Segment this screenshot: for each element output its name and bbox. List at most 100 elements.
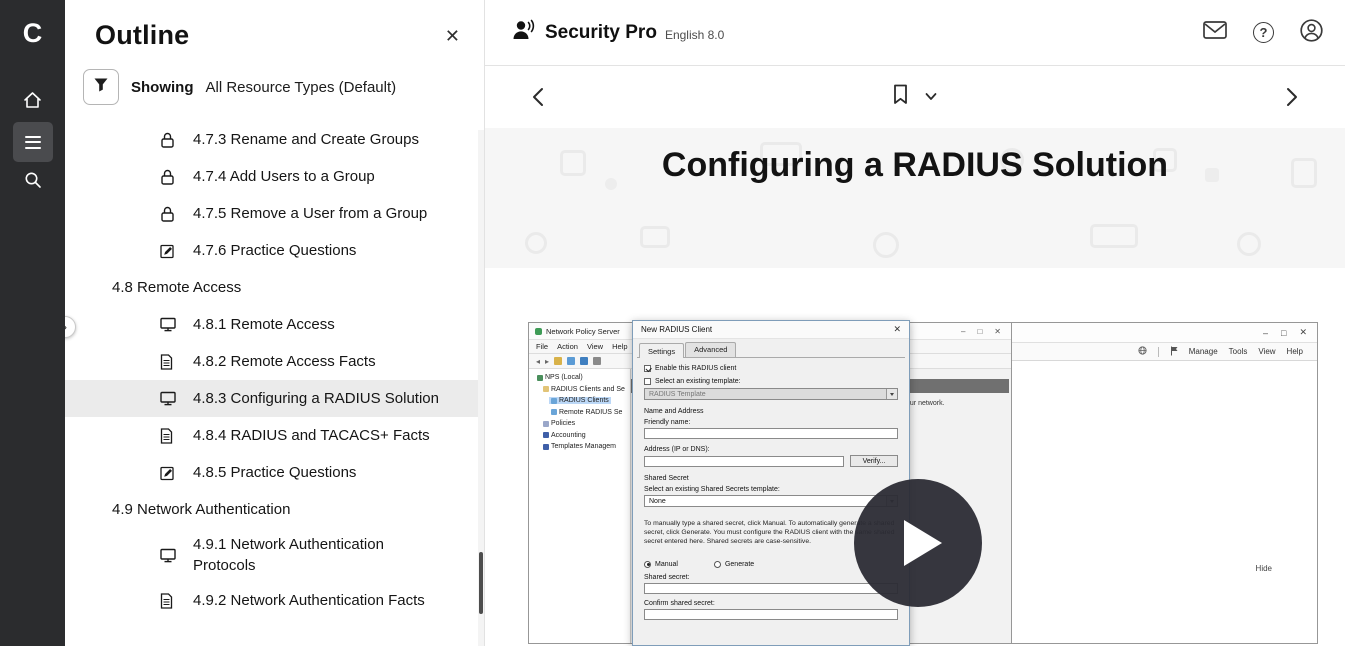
menu-tools: Tools: [1228, 347, 1248, 356]
outline-item-label: 4.8.2 Remote Access Facts: [193, 353, 376, 370]
confirm-secret-label: Confirm shared secret:: [644, 599, 715, 607]
generate-radio: [713, 560, 721, 568]
tab-advanced: Advanced: [685, 342, 737, 357]
outline-item[interactable]: 4.9.2 Network Authentication Facts: [65, 582, 484, 619]
video-icon: [160, 391, 177, 406]
outline-item[interactable]: 4.8.4 RADIUS and TACACS+ Facts: [65, 417, 484, 454]
security-pro-icon: [511, 18, 537, 47]
menu-action: Action: [557, 342, 578, 351]
lab-icon: [160, 206, 177, 222]
outline-menu-button[interactable]: [12, 122, 53, 162]
outline-item[interactable]: 4.7.4 Add Users to a Group: [65, 158, 484, 195]
address-input: [644, 455, 844, 467]
outline-item[interactable]: 4.8.5 Practice Questions: [65, 454, 484, 491]
help-icon: ?: [1253, 22, 1274, 43]
resource-filter-value[interactable]: All Resource Types (Default): [205, 78, 397, 96]
close-outline-icon[interactable]: ✕: [444, 25, 460, 46]
outline-item[interactable]: 4.7.3 Rename and Create Groups: [65, 121, 484, 158]
globe-icon: [1138, 346, 1147, 357]
tab-settings: Settings: [639, 343, 685, 358]
video-icon: [160, 548, 177, 563]
play-button[interactable]: [854, 479, 982, 607]
outline-item-label: 4.7.3 Rename and Create Groups: [193, 131, 419, 148]
home-button[interactable]: [13, 82, 53, 122]
name-address-header: Name and Address: [644, 408, 704, 415]
showing-label: Showing: [131, 78, 194, 96]
mail-icon: [1203, 21, 1227, 44]
help-button[interactable]: ?: [1253, 22, 1274, 43]
outline-item[interactable]: 4.7.6 Practice Questions: [65, 232, 484, 269]
nps-tree: NPS (Local) RADIUS Clients and Se RADIUS…: [529, 369, 631, 643]
messages-button[interactable]: [1203, 21, 1227, 44]
app-title: Security Pro: [545, 21, 657, 43]
practice-icon: [160, 465, 177, 481]
search-icon: [24, 171, 42, 194]
edition-label: English 8.0: [664, 28, 725, 42]
tree-item: Remote RADIUS Se: [559, 408, 623, 416]
practice-icon: [160, 243, 177, 259]
maximize-icon: □: [1281, 327, 1287, 338]
menu-view: View: [1258, 347, 1276, 356]
tree-item-selected: RADIUS Clients: [559, 397, 609, 405]
video-icon: [160, 317, 177, 332]
maximize-icon: □: [977, 326, 983, 336]
tree-item: NPS (Local): [545, 374, 583, 382]
bookmark-button[interactable]: [893, 84, 909, 110]
nps-window-title: Network Policy Server: [546, 326, 620, 336]
existing-template-checkbox: [644, 378, 651, 385]
verify-button: Verify...: [850, 455, 898, 467]
outline-item-label: 4.9.1 Network Authentication Protocols: [193, 536, 384, 574]
outline-item-label: 4.8.4 RADIUS and TACACS+ Facts: [193, 427, 430, 444]
friendly-name-label: Friendly name:: [644, 419, 691, 426]
outline-item-selected[interactable]: 4.8.3 Configuring a RADIUS Solution: [65, 380, 484, 417]
title-banner: Configuring a RADIUS Solution: [485, 128, 1345, 268]
generate-label: Generate: [724, 560, 755, 568]
shared-secret-label: Shared secret:: [644, 573, 690, 581]
app-header: Security Pro English 8.0 ?: [485, 0, 1345, 66]
shared-secret-input: [644, 582, 898, 594]
friendly-name-input: [644, 428, 898, 439]
outline-item[interactable]: 4.9.1 Network Authentication Protocols: [65, 528, 484, 582]
close-icon: ✕: [1299, 327, 1307, 337]
shared-secret-help-text: To manually type a shared secret, click …: [644, 520, 895, 546]
menu-file: File: [536, 342, 549, 351]
nps-app-icon: [535, 327, 542, 335]
next-lesson-button[interactable]: [1279, 80, 1305, 114]
shared-secret-header: Shared Secret: [644, 475, 689, 482]
outline-panel: › Outline ✕ Showing All Resource Types (…: [54, 0, 485, 646]
outline-item-label: 4.8.3 Configuring a RADIUS Solution: [193, 390, 439, 407]
enable-client-label: Enable this RADIUS client: [655, 365, 737, 372]
video-player[interactable]: – □ ✕ Manage Tools View Help Hide: [518, 320, 1320, 646]
page-title: Configuring a RADIUS Solution: [661, 146, 1169, 184]
lab-icon: [160, 132, 177, 148]
outline-scrollbar[interactable]: [478, 130, 484, 646]
lesson-nav-bar: [485, 66, 1345, 128]
outline-item[interactable]: 4.7.5 Remove a User from a Group: [65, 195, 484, 232]
hide-button: Hide: [1255, 564, 1272, 573]
dropdown-arrow-icon: [886, 389, 897, 399]
lab-icon: [160, 169, 177, 185]
outline-item[interactable]: 4.8.1 Remote Access: [65, 306, 484, 343]
account-button[interactable]: [1300, 18, 1323, 47]
outline-item-label: 4.7.6 Practice Questions: [193, 242, 357, 259]
bookmark-menu-button[interactable]: [925, 88, 938, 106]
previous-lesson-button[interactable]: [525, 80, 551, 114]
outline-section[interactable]: 4.8 Remote Access: [65, 269, 484, 306]
app-logo: C: [22, 17, 43, 48]
manual-radio: [644, 560, 651, 568]
home-icon: [23, 91, 42, 114]
outline-scrollbar-thumb[interactable]: [479, 552, 483, 614]
play-icon: [904, 520, 942, 566]
tree-item: Templates Managem: [551, 443, 616, 451]
manual-label: Manual: [655, 560, 678, 568]
outline-section-label: 4.8 Remote Access: [112, 279, 242, 296]
close-icon: ✕: [893, 324, 901, 334]
filter-button[interactable]: [83, 69, 119, 105]
search-button[interactable]: [13, 162, 53, 202]
minimize-icon: –: [1263, 327, 1269, 338]
outline-item[interactable]: 4.8.2 Remote Access Facts: [65, 343, 484, 380]
menu-view: View: [586, 342, 604, 351]
outline-section[interactable]: 4.9 Network Authentication: [65, 491, 484, 528]
outline-item-label: 4.9.2 Network Authentication Facts: [193, 592, 425, 609]
tree-item: RADIUS Clients and Se: [551, 385, 625, 393]
